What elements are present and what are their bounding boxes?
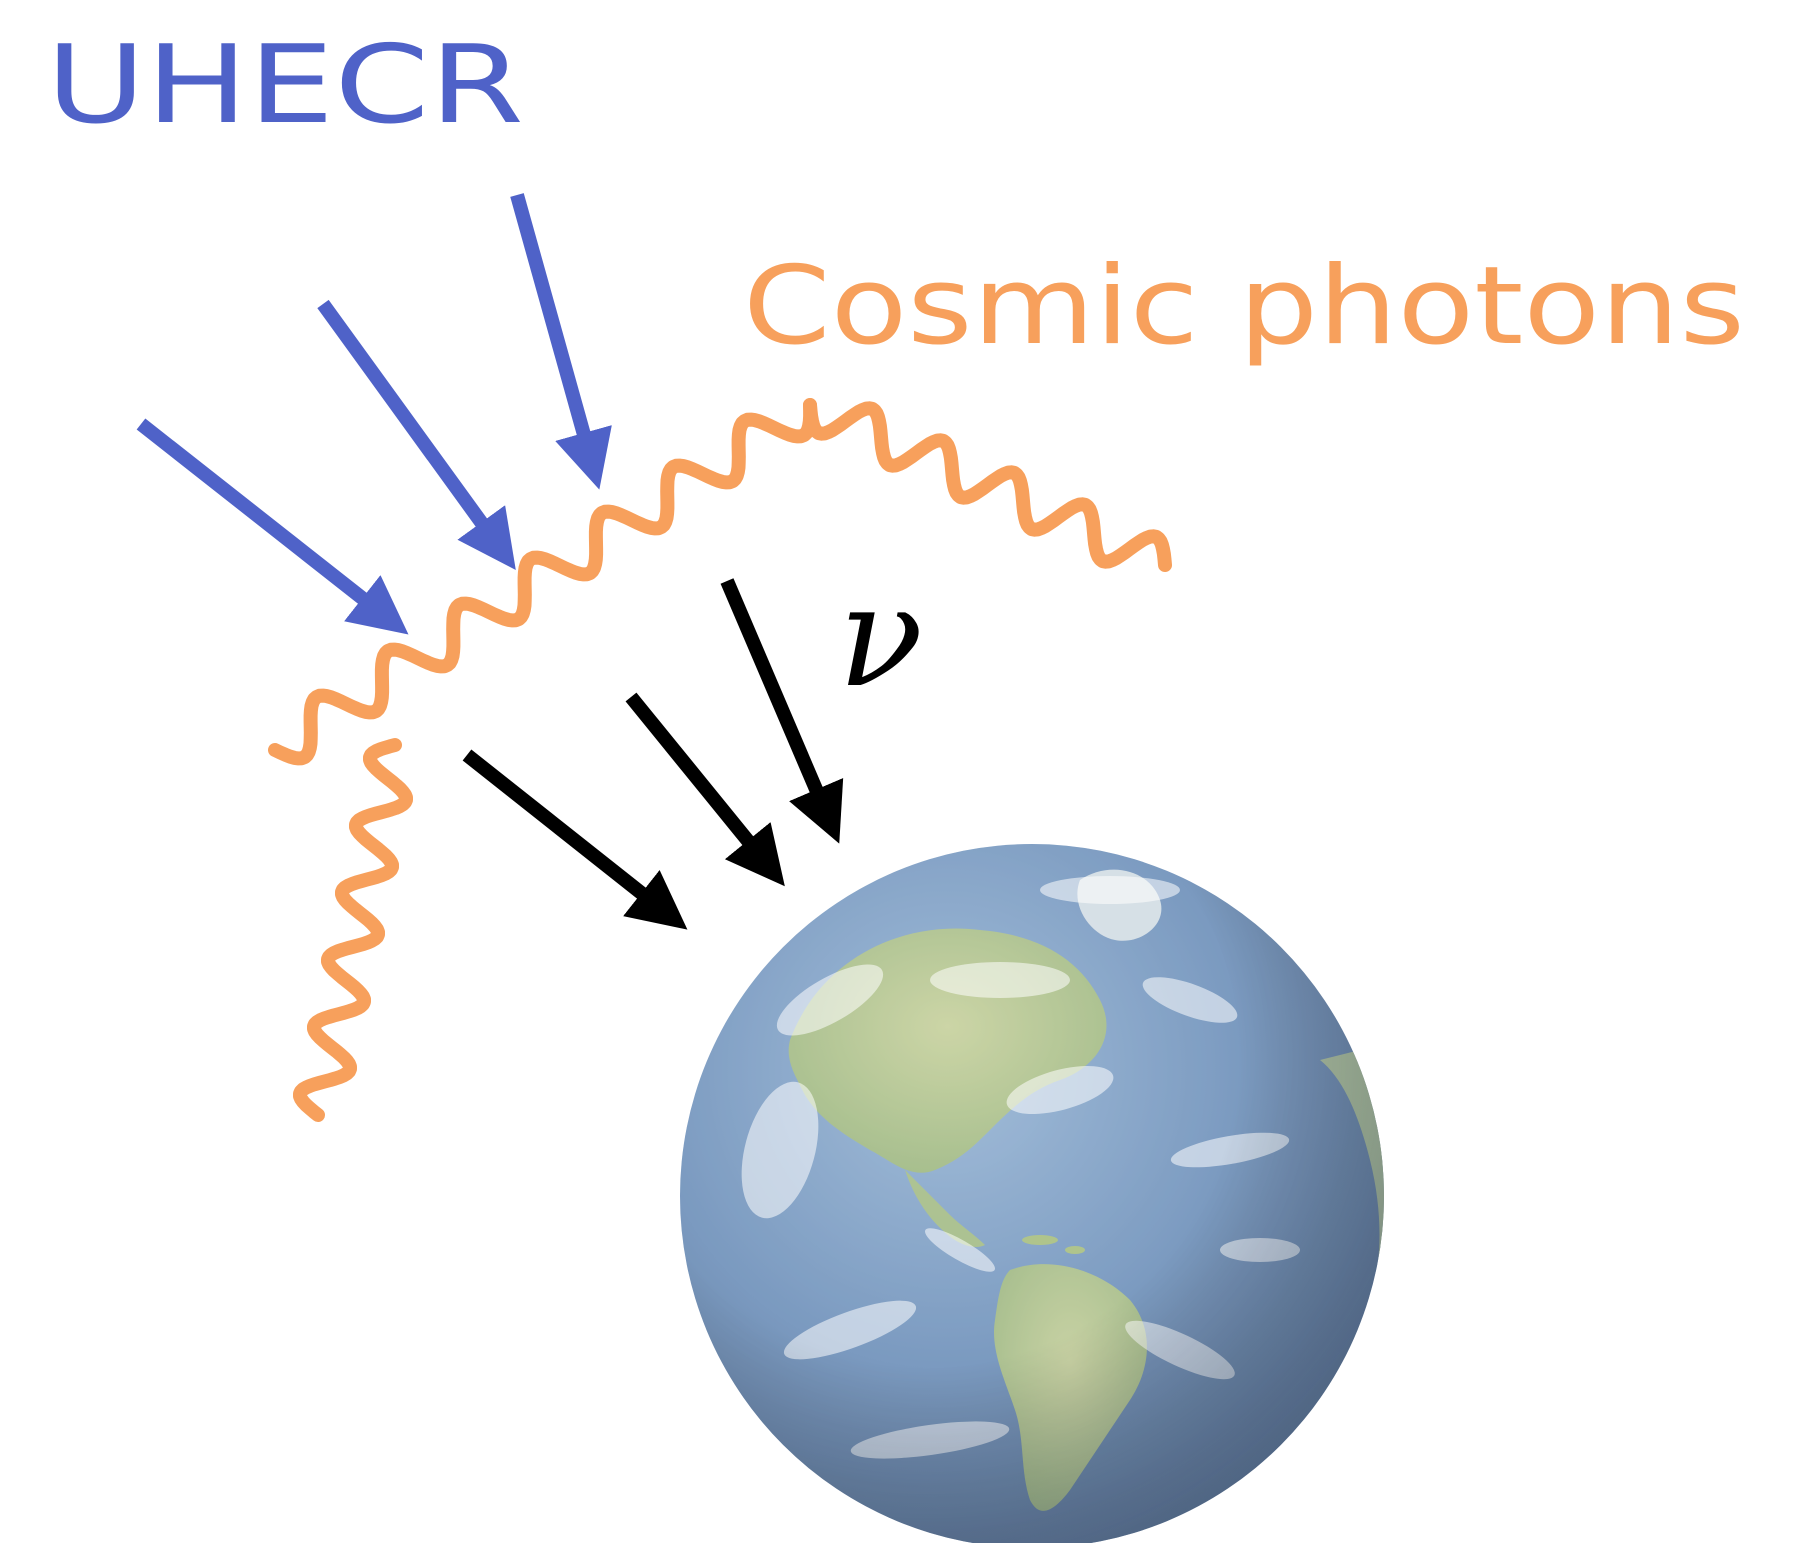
cosmic-photons-label: Cosmic photons xyxy=(743,244,1745,369)
neutrino-arrow xyxy=(462,749,688,930)
uhecr-arrow xyxy=(317,299,516,571)
neutrino-arrow xyxy=(720,578,844,844)
uhecr-arrow xyxy=(510,193,612,490)
photon-wave xyxy=(803,398,1172,572)
neutrino-arrow xyxy=(625,692,785,887)
uhecr-label: UHECR xyxy=(46,23,524,148)
photon-wave xyxy=(293,738,413,1122)
photon-wave xyxy=(268,398,818,766)
uhecr-arrow xyxy=(136,418,409,635)
neutrino-arrows xyxy=(462,578,844,930)
cosmic-photon-waves xyxy=(268,398,1172,1122)
uhecr-arrows xyxy=(136,193,612,635)
earth-globe xyxy=(680,844,1384,1543)
neutrino-label: ν xyxy=(838,556,923,719)
